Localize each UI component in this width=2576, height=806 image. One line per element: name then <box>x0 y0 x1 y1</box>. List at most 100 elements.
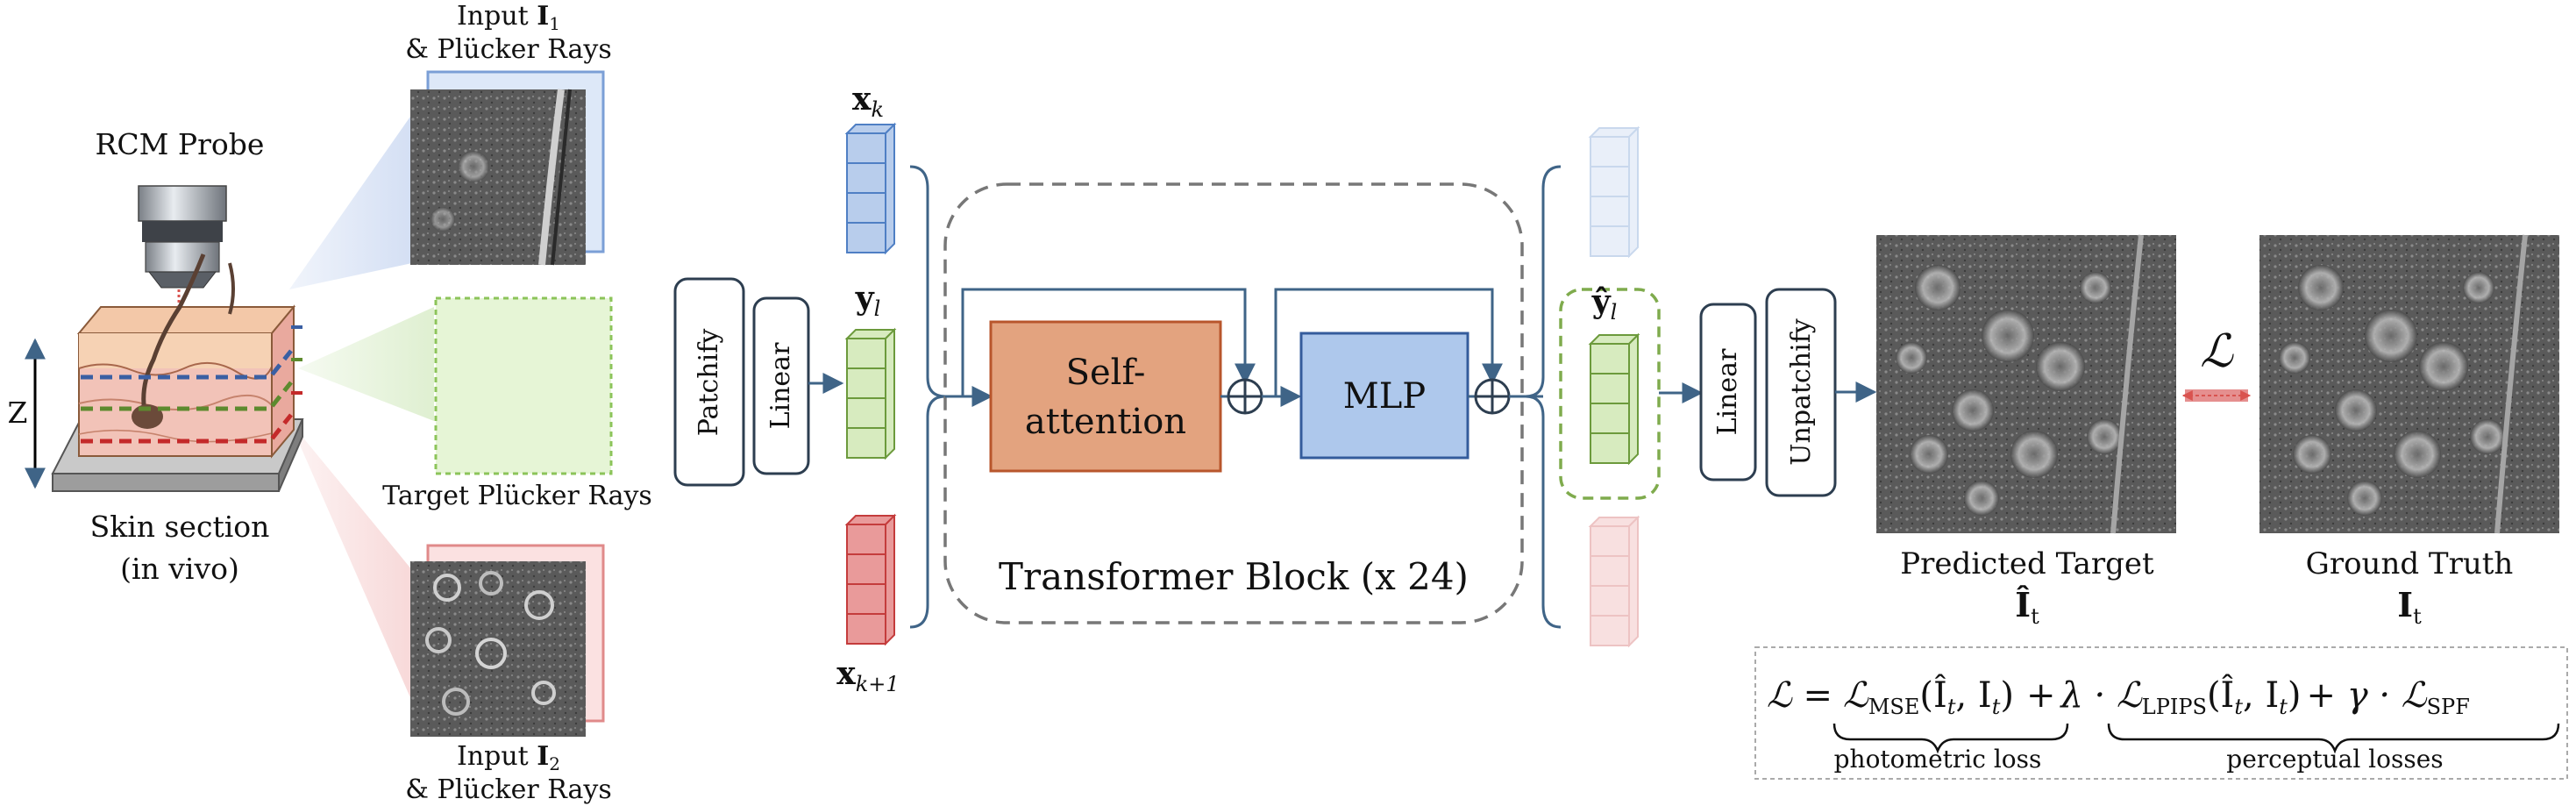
token-cell <box>1590 196 1630 227</box>
token-cell <box>846 338 886 369</box>
token-cell <box>1590 525 1630 557</box>
token-cell <box>846 427 886 459</box>
token-xk1-label: xk+1 <box>836 655 899 696</box>
cell-blob <box>2279 342 2310 374</box>
mlp-label: MLP <box>1343 376 1426 417</box>
linear-box-decoder <box>1699 303 1757 481</box>
predicted-target-label: Predicted Target <box>1900 546 2154 581</box>
cell-blob <box>2419 342 2468 391</box>
token-cell <box>1590 432 1630 464</box>
target-rays: Target Plücker Rays <box>382 296 652 511</box>
cell-blob <box>2010 431 2058 478</box>
stage-front <box>52 473 280 492</box>
target-plucker-rays-plane <box>434 296 613 475</box>
token-cube-side <box>885 513 895 646</box>
token-cell <box>846 162 886 194</box>
loss-equation: ℒ =ℒMSE(Ît, It)+λ · ℒLPIPS(Ît, It)+ γ · … <box>1767 674 2470 719</box>
token-stack-yhat <box>1588 332 1640 466</box>
unpatchify-label: Unpatchify <box>1786 318 1817 466</box>
token-cell <box>846 222 886 253</box>
cell-blob <box>2080 272 2111 303</box>
probe-and-skin-illustration: RCM Probe <box>8 114 434 702</box>
input-1: Input I1 & Plücker Rays <box>405 1 612 266</box>
token-cell <box>846 192 886 224</box>
transformer-block-label: Transformer Block (x 24) <box>999 555 1469 598</box>
decoder: Linear Unpatchify <box>1699 288 1877 497</box>
target-rays-label: Target Plücker Rays <box>382 481 652 511</box>
ground-truth-cells <box>2279 265 2505 516</box>
cell-blob <box>1915 265 1960 310</box>
token-cell <box>1590 585 1630 617</box>
token-cube-side <box>1628 125 1639 259</box>
cell-blob <box>1910 435 1948 474</box>
cell-blob <box>2463 272 2494 303</box>
token-stack-xk1 <box>844 513 897 646</box>
token-cell <box>846 583 886 615</box>
skin-title: Skin section <box>90 510 270 544</box>
token-yhat-label: ŷl <box>1591 283 1618 325</box>
predicted-cells <box>1896 265 2122 516</box>
beam-green <box>298 307 434 421</box>
token-cube-top <box>1588 127 1640 138</box>
ground-truth-symbol: It <box>2397 585 2422 629</box>
cell-blob <box>2036 342 2085 391</box>
token-stack-xk <box>844 122 897 255</box>
self-attention-label-1: Self- <box>1066 353 1146 393</box>
z-axis-label: Z <box>8 396 28 430</box>
self-attention-box[interactable] <box>989 320 1222 473</box>
transformer-block-outline <box>943 182 1524 624</box>
input-2-label-line2: & Plücker Rays <box>405 774 611 805</box>
cell-blob <box>2087 419 2122 454</box>
cell-blob <box>2335 389 2377 432</box>
token-cell <box>1590 166 1630 197</box>
cell-blob <box>1964 481 1999 516</box>
token-cell <box>846 524 886 555</box>
predicted-target-symbol: Ît <box>2015 585 2039 629</box>
beam-red <box>289 421 412 702</box>
token-cell <box>846 613 886 645</box>
output-tokens: ŷl <box>1559 125 1704 648</box>
cell-blob <box>2365 310 2417 362</box>
cell-blob <box>2347 481 2382 516</box>
cell-blob <box>2298 265 2344 310</box>
token-cell <box>846 553 886 585</box>
residual-add-icon-1 <box>1227 378 1263 415</box>
patchify-box <box>673 277 745 487</box>
token-xk-label: xk <box>852 81 884 122</box>
token-cube-side <box>885 122 895 255</box>
transformer-block: Self- attention MLP Transformer Block (x… <box>943 182 1543 624</box>
token-cell <box>1590 343 1630 374</box>
token-cube-side <box>1628 332 1639 466</box>
probe-title: RCM Probe <box>96 127 265 161</box>
input-2-label: Input I2 <box>457 741 560 774</box>
brace-perceptual <box>2107 723 2560 754</box>
beam-blue <box>289 114 412 289</box>
input-bracket <box>909 165 946 629</box>
rcm-probe-icon <box>138 185 227 326</box>
loss-symbol: ℒ <box>2200 325 2234 378</box>
yhat-dashed-outline <box>1559 288 1661 500</box>
input-tokens: xk yl xk+1 <box>836 81 899 696</box>
input-1-label-line2: & Plücker Rays <box>405 34 611 65</box>
cell-blob <box>2394 431 2441 478</box>
cell-blob <box>2293 435 2331 474</box>
output-bracket <box>1525 165 1562 629</box>
self-attention-label-2: attention <box>1025 402 1186 442</box>
token-cube-side <box>885 327 895 460</box>
residual-add-icon-2 <box>1474 378 1511 415</box>
encoder: Patchify Linear <box>673 277 844 487</box>
stage-side <box>278 418 303 492</box>
input-2: Input I2 & Plücker Rays <box>405 544 612 805</box>
linear-box-encoder <box>752 296 810 475</box>
skin-cube <box>76 253 302 459</box>
token-cell <box>1590 555 1630 587</box>
token-cell <box>1590 225 1630 257</box>
token-cell <box>1590 373 1630 404</box>
cell-blob <box>1896 342 1927 374</box>
token-stack-yl <box>844 327 897 460</box>
loss-arrow: ℒ <box>2181 325 2252 402</box>
cell-blob <box>2470 419 2505 454</box>
skin-subtitle: (in vivo) <box>120 552 239 586</box>
mlp-box[interactable] <box>1299 332 1469 460</box>
